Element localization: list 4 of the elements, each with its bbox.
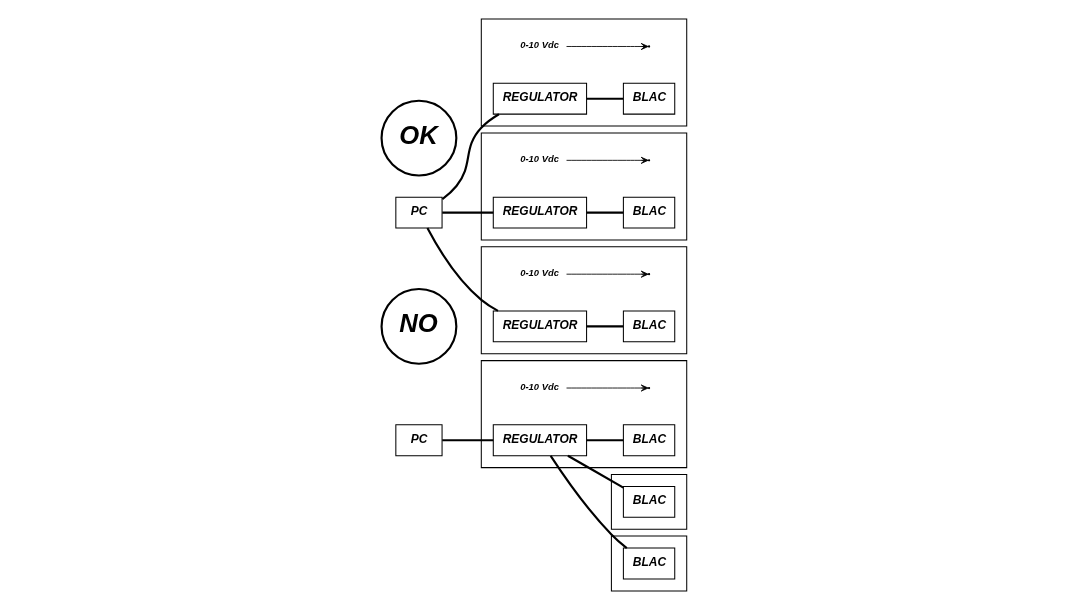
node-text: 0-10 Vdc	[519, 152, 559, 164]
node-text: 0-10 Vdc	[519, 380, 559, 392]
node-text: 0-10 Vdc	[519, 266, 559, 278]
node-text: 0-10 Vdc	[519, 39, 559, 51]
